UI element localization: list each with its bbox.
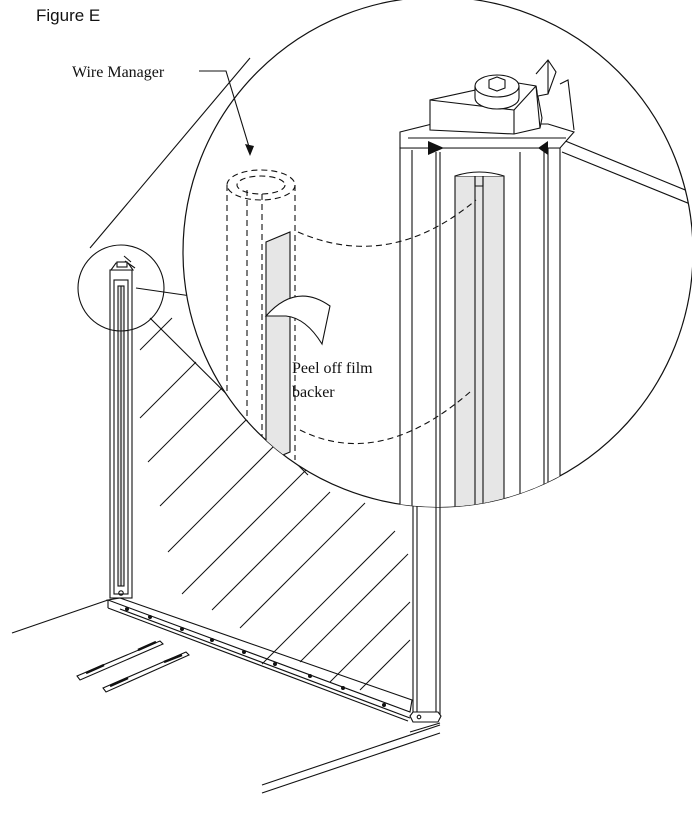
wire-manager-label: Wire Manager xyxy=(72,64,165,81)
floor-lines xyxy=(11,599,441,794)
leader-arrowhead xyxy=(245,144,254,156)
detail-callout-circle xyxy=(77,244,165,332)
small-assembly xyxy=(11,57,442,794)
spare-wire-managers xyxy=(76,640,190,693)
peel-film-label-2: backer xyxy=(292,384,335,401)
bottom-rail xyxy=(105,597,413,722)
rail-holes xyxy=(125,607,386,707)
curtain-top-lines xyxy=(557,137,692,209)
film-backer-strip xyxy=(264,231,331,463)
figure-title: Figure E xyxy=(36,6,101,25)
left-column xyxy=(109,255,136,599)
wire-manager-installed xyxy=(454,171,505,507)
right-column xyxy=(409,504,442,723)
magnified-detail xyxy=(226,59,692,507)
wire-manager-leader xyxy=(199,70,251,151)
peel-film-label: Peel off film xyxy=(292,360,373,377)
wire-manager-outline xyxy=(226,169,296,460)
insertion-arcs xyxy=(297,199,477,445)
